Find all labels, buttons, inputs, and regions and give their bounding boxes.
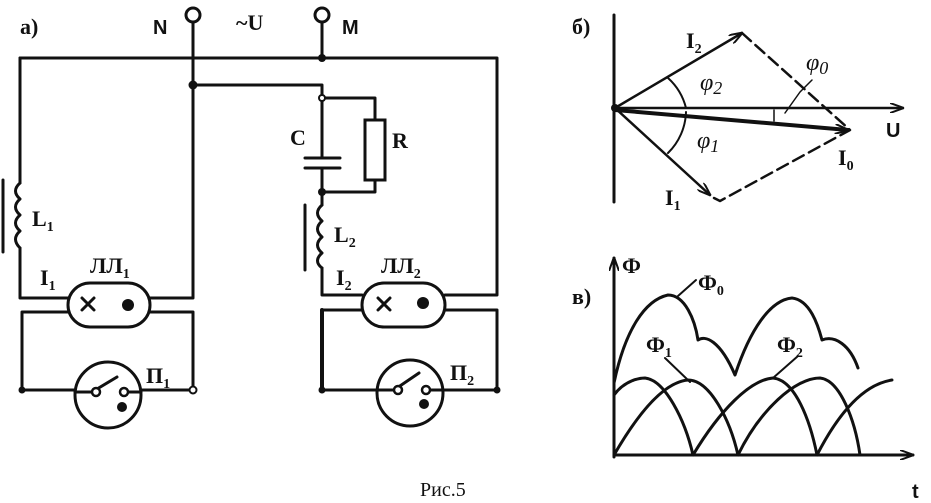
- lamp-filament-cross: [376, 296, 392, 312]
- wire-resistor: [320, 96, 377, 194]
- leader-f0: [677, 279, 697, 297]
- label-u: U: [886, 120, 900, 142]
- junction-dot: [18, 386, 26, 394]
- terminal-m: [313, 6, 331, 24]
- lamp-2: [360, 281, 447, 329]
- label-l1: L1: [32, 206, 54, 235]
- junction-dot: [493, 386, 501, 394]
- resistor-r: [363, 118, 387, 182]
- angle-arc-phi0: [773, 79, 813, 122]
- junction-dot: [318, 386, 326, 394]
- label-phi1: φ1: [697, 128, 719, 156]
- junction-dot: [188, 385, 198, 395]
- starter-contact: [118, 386, 130, 398]
- lamp-electrode-dot: [417, 297, 429, 309]
- angle-arc-phi1: [667, 111, 687, 154]
- phasor-diagram: б) I2 I1 I0 U φ2 φ1 φ0: [572, 13, 905, 214]
- curve-f1-tail: [815, 378, 894, 457]
- label-l2: L2: [334, 222, 356, 251]
- wire-n: [148, 20, 195, 300]
- lamp-1: [66, 281, 152, 329]
- label-f0: Ф0: [698, 270, 724, 299]
- label-capacitor: C: [290, 125, 306, 150]
- lamp-filament-cross: [80, 296, 96, 312]
- capacitor-c: [303, 156, 342, 170]
- starter-dot: [419, 399, 429, 409]
- leader-f2: [772, 355, 799, 379]
- wire-top: [18, 56, 499, 297]
- curve-f2-hump: [736, 376, 862, 457]
- label-lamp1: ЛЛ1: [90, 253, 130, 282]
- starter-contact: [420, 384, 432, 396]
- junction-dot: [318, 188, 326, 196]
- curve-f1-hump: [691, 376, 819, 457]
- label-phi2: φ2: [700, 70, 722, 98]
- label-starter1: П1: [146, 363, 170, 392]
- i0-vector: [613, 108, 850, 130]
- starter-contact: [90, 386, 102, 398]
- panel-label-v: в): [572, 284, 591, 309]
- label-x-axis: t: [912, 481, 919, 503]
- i1-vector: [613, 106, 710, 195]
- flux-diagram: Ф в) Ф0 Ф1 Ф2 t: [572, 253, 919, 503]
- angle-arc-phi2: [667, 77, 687, 109]
- label-n: N: [153, 17, 167, 39]
- wire-left: [18, 56, 70, 300]
- label-i2-vector: I2: [686, 28, 702, 57]
- terminal-n: [184, 6, 202, 24]
- label-voltage: ~U: [236, 10, 263, 35]
- label-f2: Ф2: [777, 332, 803, 361]
- lamp-electrode-dot: [122, 299, 134, 311]
- junction-dot: [318, 94, 326, 102]
- panel-label-b: б): [572, 14, 590, 39]
- starter-dot: [117, 402, 127, 412]
- origin-dot: [611, 104, 619, 112]
- curve-f0: [612, 293, 860, 385]
- inductor-l2: [316, 203, 324, 270]
- starter-1: [73, 360, 143, 430]
- circuit-diagram: а) N ~U M C R L1 L2 I1 I2 ЛЛ1 ЛЛ2 П1 П2: [1, 6, 501, 430]
- label-i1-vector: I1: [665, 185, 681, 214]
- label-i1: I1: [40, 265, 56, 294]
- label-starter2: П2: [450, 360, 474, 389]
- leader-f1: [664, 357, 691, 383]
- starter-contact: [392, 384, 404, 396]
- label-m: M: [342, 17, 359, 39]
- label-phi0: φ0: [806, 50, 828, 78]
- label-lamp2: ЛЛ2: [381, 253, 421, 282]
- dashed-construction: [708, 31, 852, 203]
- label-y-axis: Ф: [622, 253, 641, 278]
- starter-2: [375, 358, 445, 428]
- label-f1: Ф1: [646, 332, 672, 361]
- wire-branch: [191, 83, 364, 297]
- i2-vector: [613, 33, 742, 110]
- junction-dot: [318, 54, 326, 62]
- figure-caption: Рис.5: [420, 479, 466, 501]
- curve-f1-hump: [612, 376, 695, 457]
- label-resistor: R: [392, 128, 409, 153]
- inductor-l1: [14, 181, 22, 250]
- label-i2: I2: [336, 265, 352, 294]
- panel-label-a: а): [20, 14, 38, 39]
- label-i0-vector: I0: [838, 145, 854, 174]
